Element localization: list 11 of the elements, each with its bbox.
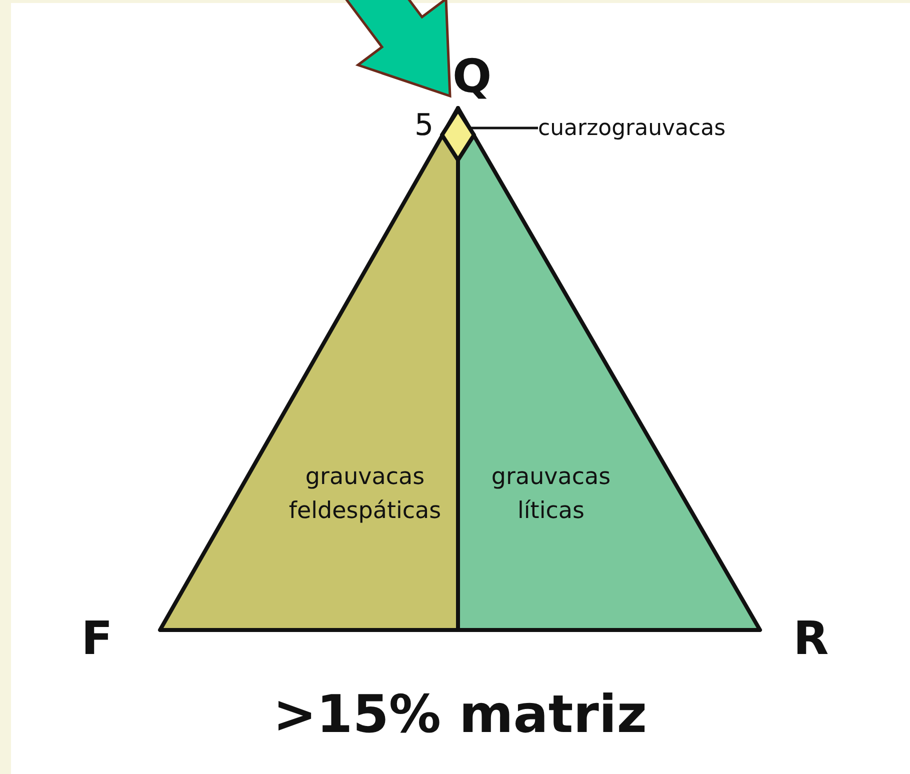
callout-text: cuarzograuvacas (538, 112, 778, 146)
vertex-label: R (792, 610, 830, 666)
region-label: grauvacas feldespáticas (288, 463, 442, 526)
region-label: grauvacas líticas (490, 463, 612, 526)
caption: >15% matriz (272, 684, 648, 747)
callout-number: 5 (413, 108, 435, 144)
leader-line (470, 126, 538, 130)
vertex-label: F (80, 610, 114, 666)
field-region (458, 108, 760, 630)
field-region (160, 108, 458, 630)
vertex-label: Q (450, 50, 494, 102)
